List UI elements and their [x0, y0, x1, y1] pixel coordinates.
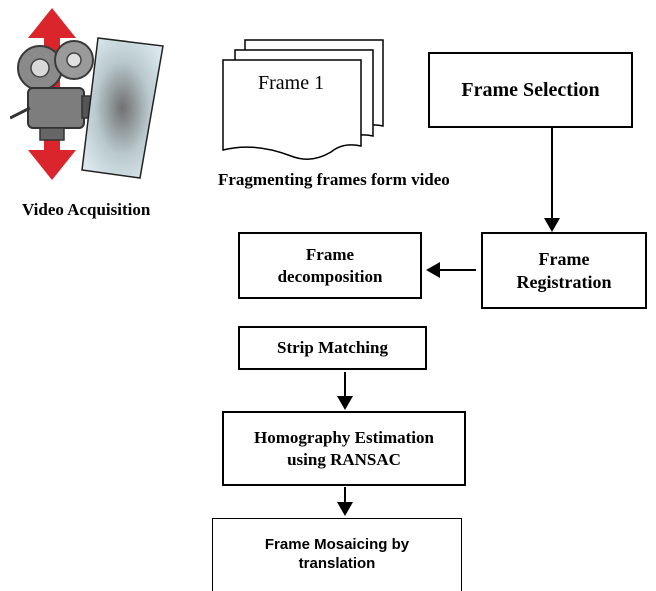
frames-stack-icon	[222, 39, 384, 160]
frame-selection-box: Frame Selection	[428, 52, 633, 128]
frame-decomposition-box: Frame decomposition	[238, 232, 422, 299]
strip-matching-box: Strip Matching	[238, 326, 427, 370]
arrow-homography-to-mosaicing	[337, 487, 353, 516]
frame-decomposition-label: Frame decomposition	[277, 245, 383, 286]
video-acquisition-label: Video Acquisition	[22, 200, 151, 219]
homography-estimation-label: Homography Estimation using RANSAC	[254, 428, 434, 469]
homography-estimation-box: Homography Estimation using RANSAC	[222, 411, 466, 486]
frame-selection-label: Frame Selection	[461, 78, 600, 101]
frame-mosaicing-box: Frame Mosaicing by translation	[212, 518, 462, 591]
video-camera-illustration	[10, 8, 164, 180]
frame-mosaicing-label: Frame Mosaicing by translation	[264, 536, 410, 572]
arrow-strip-to-homography	[337, 372, 353, 410]
frame-1-label: Frame 1	[258, 72, 325, 94]
fragmenting-frames-caption: Fragmenting frames form video	[218, 170, 450, 189]
strip-matching-label: Strip Matching	[277, 338, 388, 358]
frame-registration-label: Frame Registration	[516, 249, 612, 292]
frame-registration-box: Frame Registration	[481, 232, 647, 309]
arrow-selection-to-registration	[544, 128, 560, 232]
projection-panel	[81, 37, 164, 179]
film-camera-icon	[10, 40, 106, 141]
arrow-registration-to-decomposition	[426, 262, 476, 278]
